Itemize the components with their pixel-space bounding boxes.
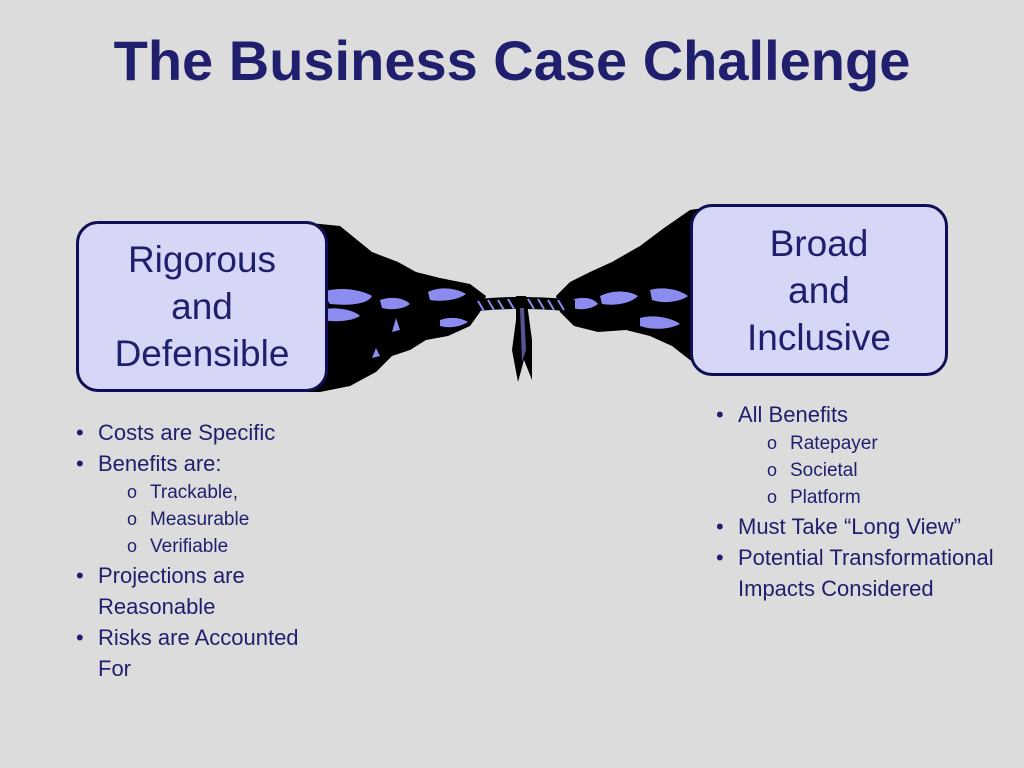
sub-list: Ratepayer Societal Platform	[738, 430, 1012, 511]
right-box-line1: Broad	[769, 222, 869, 264]
list-item-text: Risks are Accounted For	[98, 625, 311, 681]
list-item-text: Benefits are:	[98, 451, 222, 476]
sub-list-item: Verifiable	[98, 533, 332, 560]
left-box-line1: Rigorous	[127, 239, 277, 280]
list-item-text: Projections are Reasonable	[98, 563, 245, 619]
list-item: Benefits are: Trackable, Measurable Veri…	[72, 448, 332, 560]
list-item-text: All Benefits	[738, 402, 849, 427]
list-item: Potential Transformational Impacts Consi…	[712, 542, 1008, 604]
rope-marker	[512, 296, 532, 382]
list-item: Costs are Specific	[72, 417, 332, 448]
sub-list: Trackable, Measurable Verifiable	[98, 479, 332, 560]
list-item-text: Potential Transformational Impacts Consi…	[738, 545, 994, 601]
list-item: Must Take “Long View”	[712, 511, 968, 542]
left-box-line3: Defensible	[114, 333, 290, 374]
sub-list-item: Trackable,	[98, 479, 332, 506]
list-item-text: Costs are Specific	[98, 420, 276, 445]
list-item-text: Must Take “Long View”	[738, 514, 961, 539]
list-item: Projections are Reasonable	[72, 560, 332, 622]
right-box-line3: Inclusive	[747, 316, 891, 358]
rope	[470, 297, 575, 312]
list-item: All Benefits Ratepayer Societal Platform	[712, 399, 1012, 511]
sub-list-item: Measurable	[98, 506, 332, 533]
page-title: The Business Case Challenge	[113, 29, 911, 92]
sub-list-item: Ratepayer	[738, 430, 1012, 457]
right-box-line2: and	[788, 269, 850, 311]
left-box-line2: and	[171, 286, 233, 327]
broad-inclusive-box: Broad and Inclusive	[690, 204, 948, 376]
sub-list-item: Platform	[738, 484, 1012, 511]
sub-list-item: Societal	[738, 457, 1012, 484]
rigorous-defensible-box: Rigorous and Defensible	[76, 221, 328, 392]
left-bullet-list: Costs are Specific Benefits are: Trackab…	[72, 417, 332, 684]
list-item: Risks are Accounted For	[72, 622, 332, 684]
right-bullet-list: All Benefits Ratepayer Societal Platform…	[712, 399, 1012, 604]
